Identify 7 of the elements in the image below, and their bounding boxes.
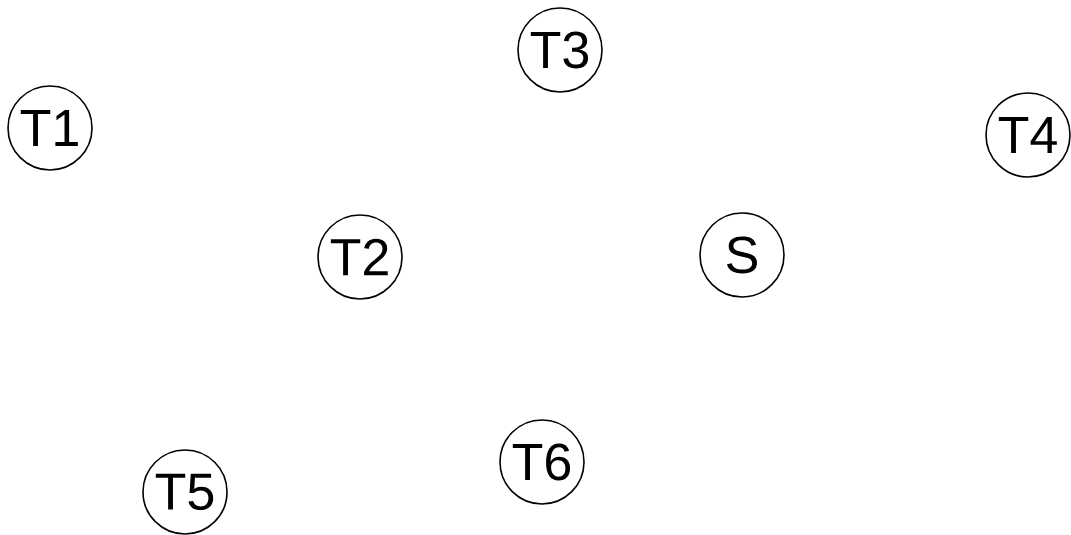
- circle-node: T5: [142, 449, 228, 535]
- circle-node: T6: [499, 419, 585, 505]
- circle-node: T3: [517, 7, 603, 93]
- circle-node: T4: [985, 92, 1071, 178]
- circle-node: S: [699, 212, 785, 298]
- circle-node: T2: [317, 214, 403, 300]
- circle-node: T1: [7, 85, 93, 171]
